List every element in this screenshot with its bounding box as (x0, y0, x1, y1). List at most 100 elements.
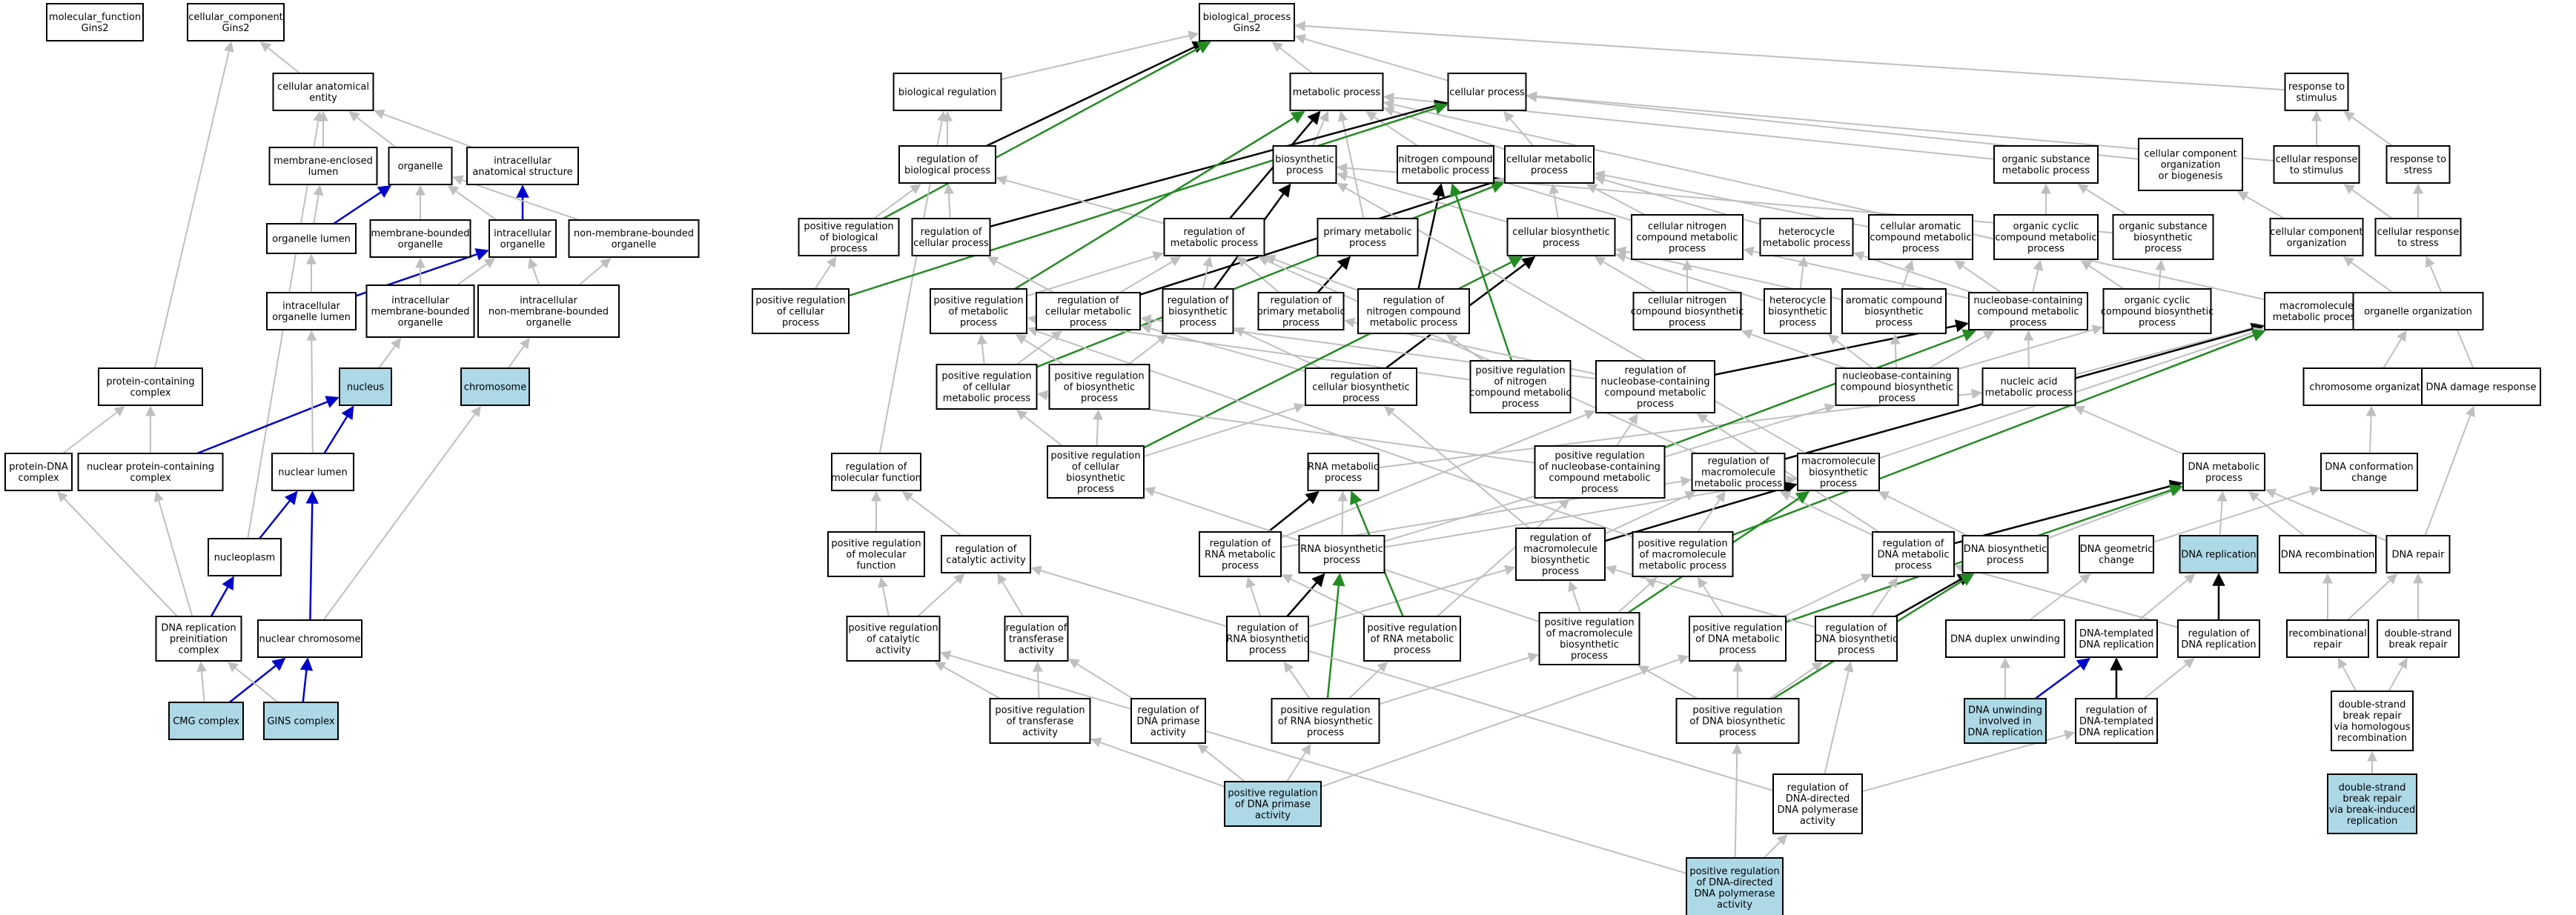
node-rnbcmp[interactable]: regulation ofnucleobase-containingcompou… (1595, 360, 1715, 413)
node-nchrom[interactable]: nuclear chromosome (257, 619, 362, 658)
node-rmbp[interactable]: regulation ofmacromoleculebiosyntheticpr… (1515, 528, 1606, 581)
node-nucleoplasm[interactable]: nucleoplasm (208, 538, 282, 576)
node-nucleus[interactable]: nucleus (339, 367, 392, 406)
node-orglum[interactable]: organelle lumen (266, 223, 357, 254)
node-chromosome[interactable]: chromosome (460, 367, 530, 406)
node-dnarecomb[interactable]: DNA recombination (2279, 535, 2377, 573)
node-cmg[interactable]: CMG complex (168, 702, 244, 740)
node-dnarepair[interactable]: DNA repair (2385, 535, 2451, 573)
node-breg[interactable]: biological regulation (893, 73, 1002, 111)
node-ddr[interactable]: DNA damage response (2421, 367, 2541, 406)
node-oorg[interactable]: organelle organization (2352, 292, 2484, 330)
node-cellp[interactable]: cellular process (1447, 73, 1527, 111)
node-ddu[interactable]: DNA duplex unwinding (1945, 619, 2065, 658)
node-gins[interactable]: GINS complex (263, 702, 339, 740)
node-metp[interactable]: metabolic process (1289, 73, 1384, 111)
node-nlumen[interactable]: nuclear lumen (271, 453, 354, 491)
node-corg[interactable]: chromosome organization (2302, 367, 2442, 406)
node-inmbo[interactable]: intracellularnon-membrane-boundedorganel… (477, 285, 620, 338)
node-org[interactable]: organelle (388, 147, 453, 185)
